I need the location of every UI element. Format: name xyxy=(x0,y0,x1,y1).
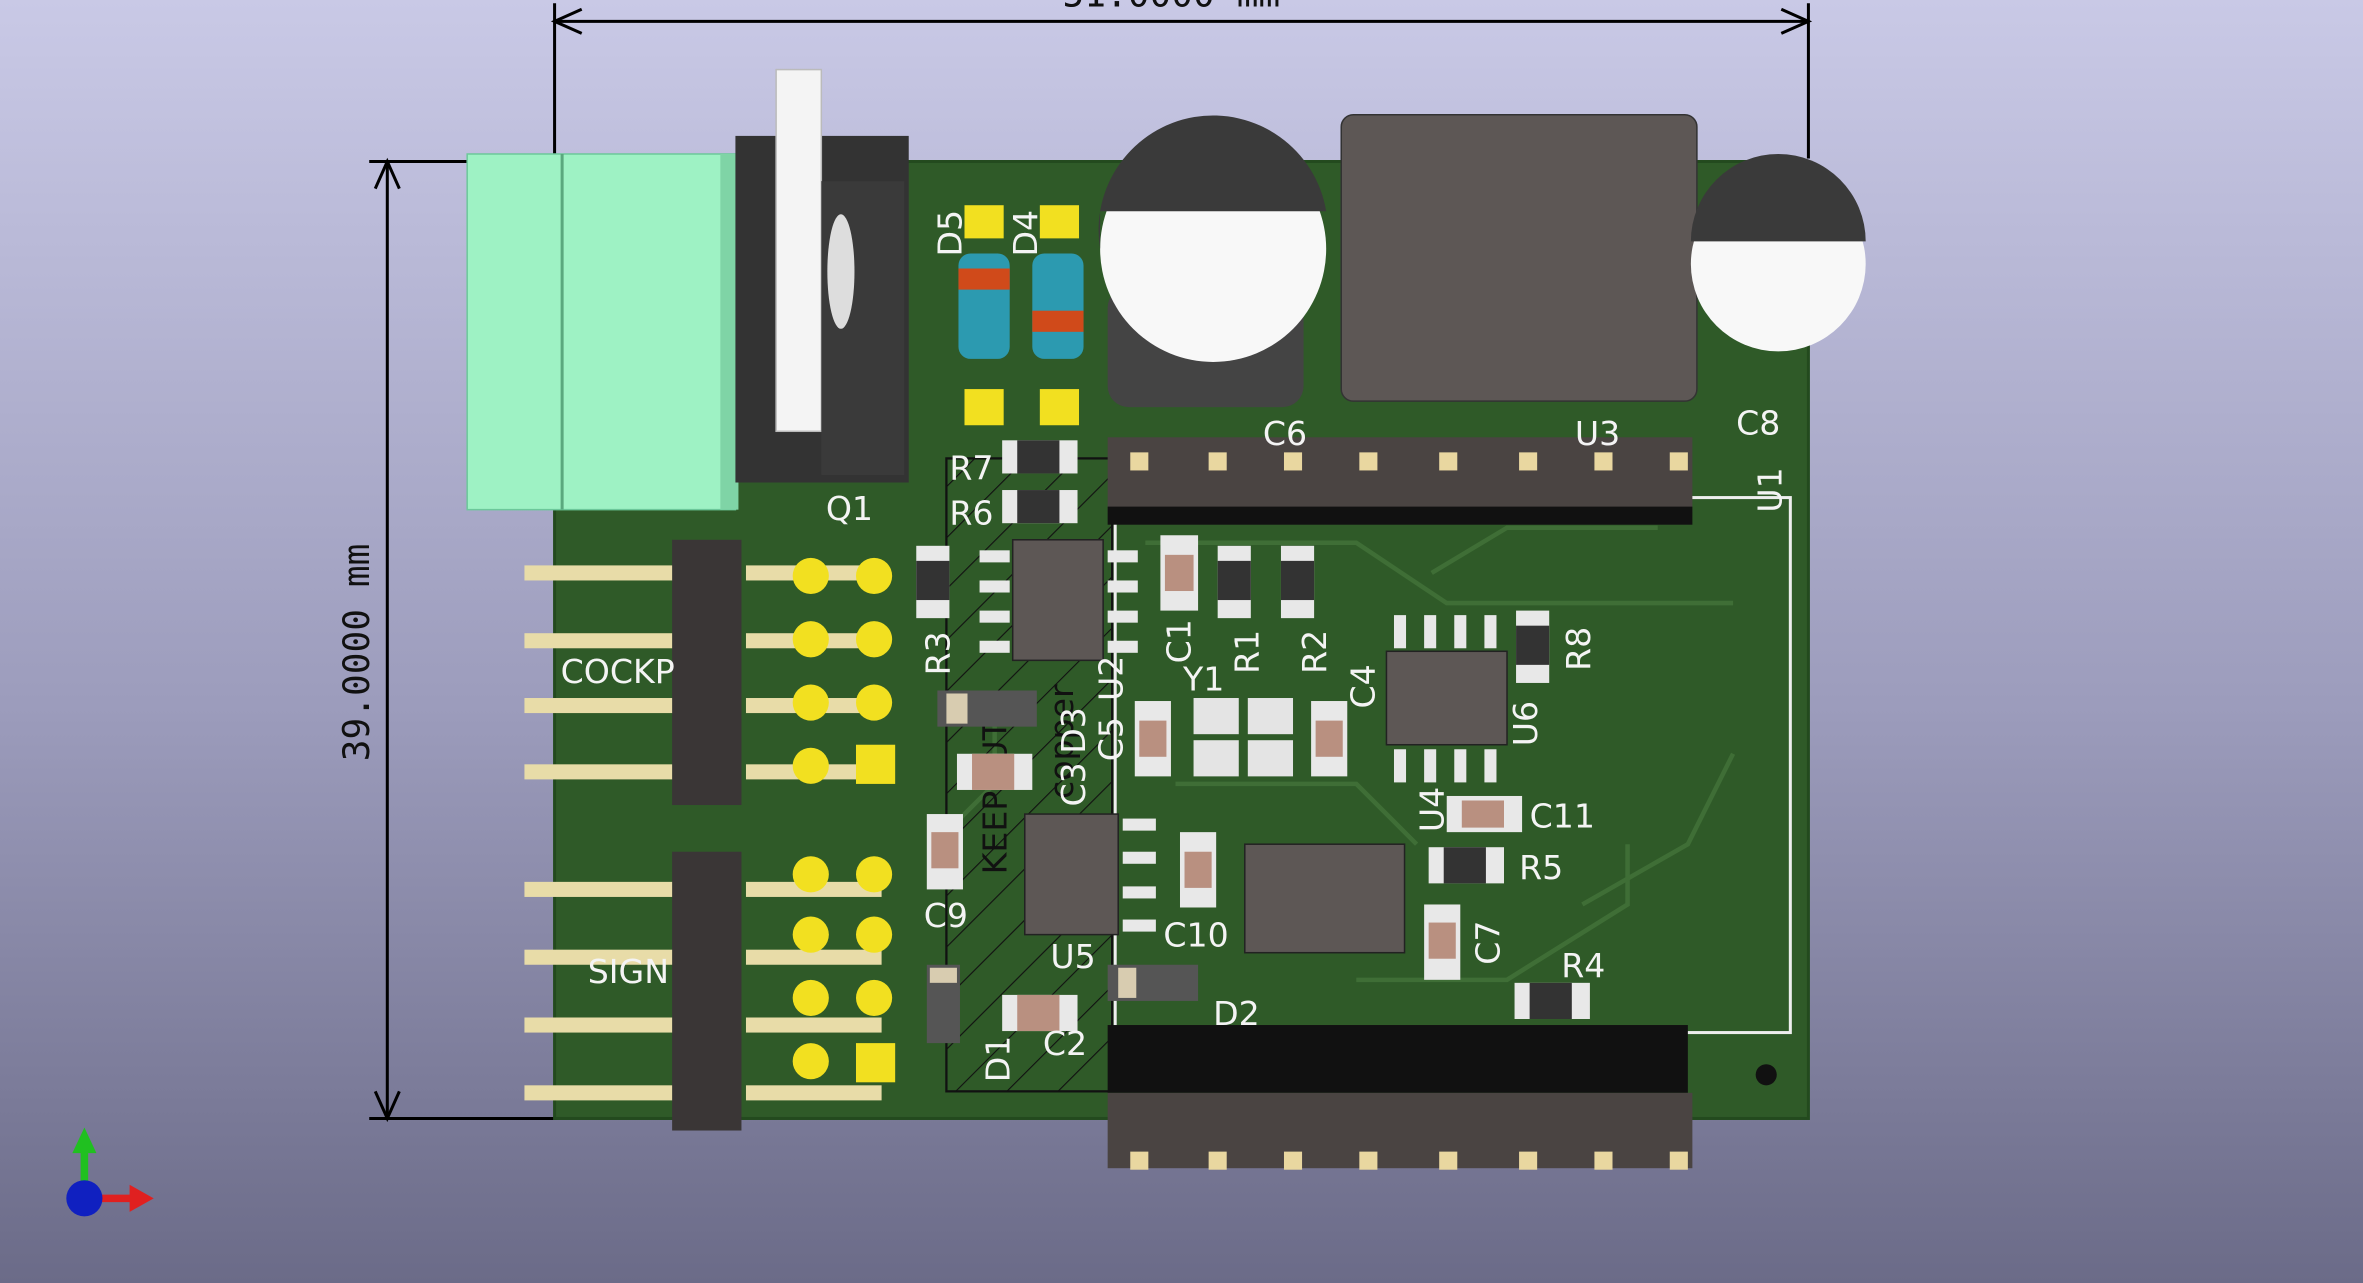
ref-c3: C3 xyxy=(1054,762,1093,806)
ref-y1: Y1 xyxy=(1182,659,1224,698)
ic-pins xyxy=(979,550,1497,932)
ref-r7: R7 xyxy=(949,448,993,487)
ref-c8: C8 xyxy=(1736,403,1780,442)
ref-u5: U5 xyxy=(1050,937,1095,976)
width-dimension xyxy=(550,3,1813,159)
ref-r3: R3 xyxy=(918,631,957,675)
signal-header xyxy=(524,851,896,1131)
ref-u4: U4 xyxy=(1413,787,1452,832)
ref-r5: R5 xyxy=(1519,848,1563,887)
ref-u2: U2 xyxy=(1092,656,1131,701)
capacitor-c6 xyxy=(1098,115,1327,408)
diode-d5 xyxy=(958,205,1010,426)
ref-c7: C7 xyxy=(1468,921,1507,965)
ref-c11: C11 xyxy=(1530,797,1595,836)
height-dimension xyxy=(369,157,558,1123)
cockpit-header xyxy=(524,539,896,806)
keepout-copper-label: copper xyxy=(1042,684,1081,799)
crystal-y1 xyxy=(1193,698,1294,777)
ref-c2: C2 xyxy=(1043,1024,1087,1063)
ref-r1: R1 xyxy=(1227,630,1266,674)
width-dimension-label: 51.0000 mm xyxy=(1062,0,1280,15)
ref-d4: D4 xyxy=(1006,210,1045,257)
cockpit-label: COCKP xyxy=(561,652,675,691)
q1-to220 xyxy=(735,68,909,483)
capacitor-c8 xyxy=(1690,153,1866,352)
ref-r2: R2 xyxy=(1295,630,1334,674)
ref-c4: C4 xyxy=(1343,664,1382,708)
ref-d5: D5 xyxy=(930,210,969,257)
ref-c9: C9 xyxy=(924,896,968,935)
ic-packages xyxy=(1011,539,1508,954)
ref-r4: R4 xyxy=(1561,946,1605,985)
ref-c5: C5 xyxy=(1092,717,1131,761)
ref-r8: R8 xyxy=(1559,627,1598,671)
passive-components xyxy=(916,440,1777,1086)
signal-label: SIGN xyxy=(588,952,669,991)
ref-u1: U1 xyxy=(1750,467,1789,512)
diode-d4 xyxy=(1032,205,1084,426)
ref-u3: U3 xyxy=(1575,414,1620,453)
keepout-label: KEEPOUT xyxy=(976,719,1015,874)
ref-r6: R6 xyxy=(949,494,993,533)
height-dimension-label: 39.0000 mm xyxy=(335,544,378,762)
inductor-u3 xyxy=(1340,114,1698,402)
ref-c1: C1 xyxy=(1160,619,1199,663)
ref-q1: Q1 xyxy=(826,489,873,528)
ref-d3: D3 xyxy=(1054,707,1093,754)
ref-u6: U6 xyxy=(1506,701,1545,746)
ref-c10: C10 xyxy=(1163,916,1228,955)
ref-c6: C6 xyxy=(1263,414,1307,453)
pin-header-bottom xyxy=(1107,1025,1693,1170)
axis-gizmo xyxy=(66,1127,154,1217)
pin-header-top xyxy=(1107,437,1693,525)
ref-d1: D1 xyxy=(979,1036,1018,1083)
terminal-block xyxy=(466,153,739,511)
ref-d2: D2 xyxy=(1213,994,1260,1033)
